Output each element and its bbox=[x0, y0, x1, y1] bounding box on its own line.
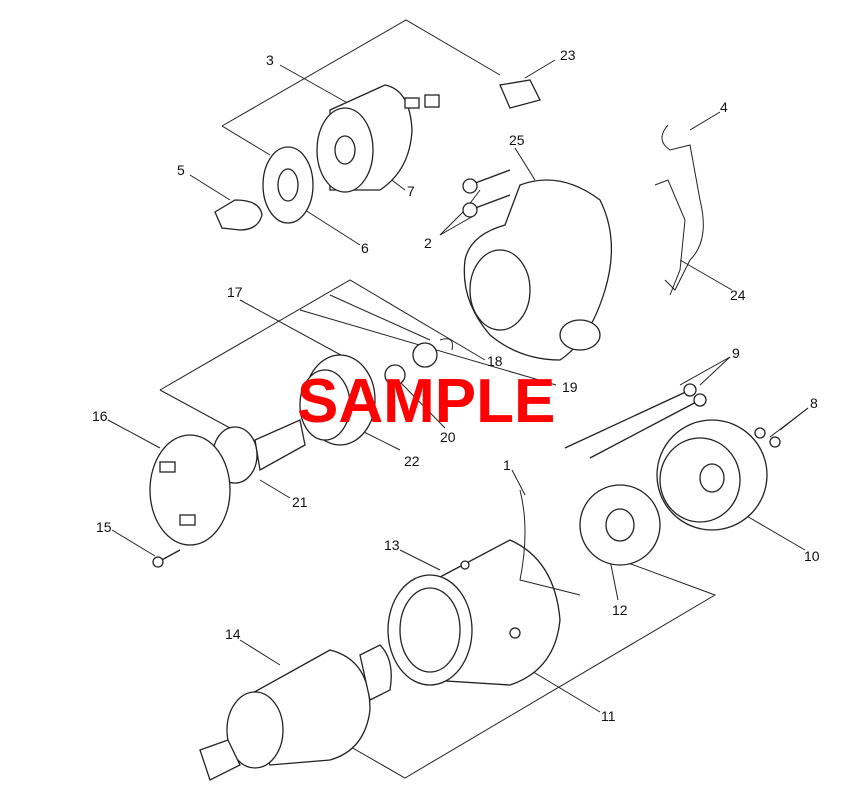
callout-6: 6 bbox=[361, 240, 369, 256]
gasket bbox=[262, 146, 314, 224]
callout-3: 3 bbox=[266, 52, 274, 68]
callout-2: 2 bbox=[424, 235, 432, 251]
brush-holder bbox=[579, 484, 661, 566]
solenoid-switch bbox=[316, 84, 440, 193]
callout-22: 22 bbox=[404, 453, 420, 469]
callout-11: 11 bbox=[601, 708, 616, 724]
callout-4: 4 bbox=[720, 99, 728, 115]
callout-17: 17 bbox=[227, 284, 243, 300]
callout-7: 7 bbox=[407, 183, 415, 199]
callout-10: 10 bbox=[804, 548, 820, 564]
callout-19: 19 bbox=[562, 379, 578, 395]
callout-18: 18 bbox=[487, 353, 503, 369]
cap bbox=[499, 79, 541, 109]
callout-labels: 1 2 3 4 5 6 7 8 9 10 11 12 13 14 15 16 1… bbox=[92, 47, 820, 724]
drive-end-plate bbox=[149, 434, 231, 546]
armature bbox=[199, 644, 392, 781]
drive-housing bbox=[463, 179, 613, 361]
callout-24: 24 bbox=[730, 287, 746, 303]
rear-end-frame bbox=[656, 419, 768, 531]
callout-15: 15 bbox=[96, 519, 112, 535]
callout-5: 5 bbox=[177, 162, 185, 178]
through-bolts bbox=[564, 383, 707, 459]
callout-21: 21 bbox=[292, 494, 308, 510]
callout-23: 23 bbox=[560, 47, 576, 63]
bolts bbox=[462, 169, 511, 218]
leader-lines bbox=[107, 19, 809, 779]
sample-watermark: SAMPLE bbox=[297, 367, 555, 436]
callout-25: 25 bbox=[509, 132, 525, 148]
screws-8 bbox=[754, 427, 781, 448]
spring-clip bbox=[654, 124, 704, 296]
plunger bbox=[214, 199, 263, 231]
callout-20: 20 bbox=[440, 429, 456, 445]
callout-12: 12 bbox=[612, 602, 628, 618]
callout-1: 1 bbox=[503, 457, 511, 473]
screw bbox=[152, 549, 181, 568]
callout-13: 13 bbox=[384, 537, 400, 553]
callout-9: 9 bbox=[732, 345, 740, 361]
overrunning-clutch bbox=[299, 338, 453, 446]
callout-8: 8 bbox=[810, 395, 818, 411]
callout-14: 14 bbox=[225, 626, 241, 642]
yoke bbox=[387, 489, 581, 686]
callout-16: 16 bbox=[92, 408, 108, 424]
